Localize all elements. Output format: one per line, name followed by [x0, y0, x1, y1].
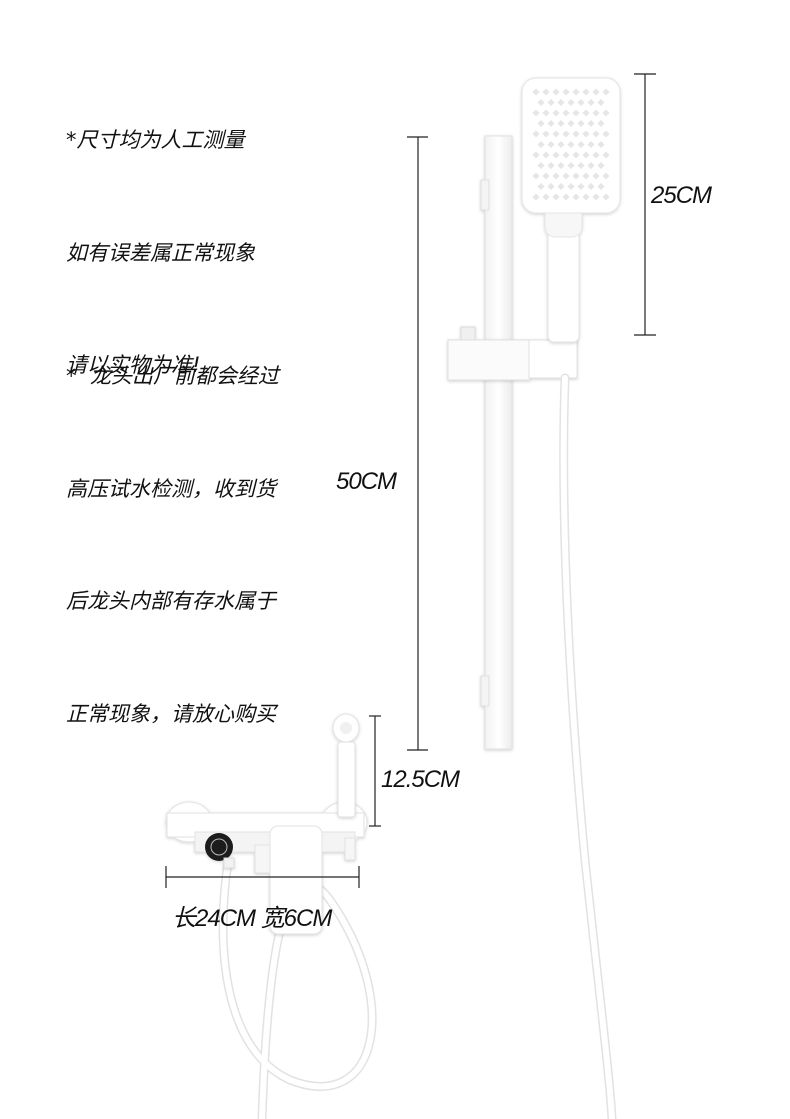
spray-dimension-line [369, 715, 381, 827]
rail-dimension-label: 50CM [336, 468, 397, 495]
bidet-spray [332, 713, 360, 818]
slide-rail [480, 135, 513, 750]
hand-shower [521, 77, 621, 343]
measurement-note: *尺寸均为人工测量 如有误差属正常现象 请以实物为准! [66, 47, 255, 422]
rail-dimension-line [407, 136, 428, 751]
head-dimension-line [634, 73, 656, 336]
note-line: 后龙头内部有存水属于 [66, 589, 276, 613]
spray-dimension-label: 12.5CM [381, 766, 460, 793]
note-line: *尺寸均为人工测量 [66, 128, 245, 152]
factory-test-note: * 龙头出厂前都会经过 高压试水检测，收到货 后龙头内部有存水属于 正常现象，请… [66, 283, 279, 771]
note-line: 高压试水检测，收到货 [66, 476, 276, 501]
note-line: 请以实物为准! [66, 353, 201, 377]
shower-hose [559, 373, 617, 1119]
head-dimension-label: 25CM [651, 182, 712, 209]
slide-holder [447, 326, 578, 381]
note-line: 正常现象，请放心购买 [66, 701, 276, 726]
note-line: 如有误差属正常现象 [66, 240, 255, 265]
mixer-dimension-line [165, 866, 360, 888]
mixer-dimension-label: 长24CM 宽6CM [172, 905, 332, 932]
note-line: * 龙头出厂前都会经过 [66, 364, 279, 388]
